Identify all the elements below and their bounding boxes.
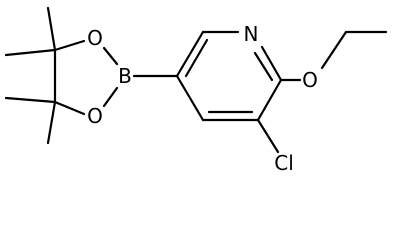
bond-c5-c6 xyxy=(175,30,205,78)
bond-c1-me-left xyxy=(4,48,57,57)
bond-c2-me-left xyxy=(4,96,57,104)
atom-label-chlorine: Cl xyxy=(274,151,294,175)
atom-label-nitrogen: N xyxy=(244,22,259,46)
bond-c2-c3 xyxy=(256,78,283,122)
atom-label-boron: B xyxy=(118,64,132,88)
bond-c2-me-down xyxy=(46,100,57,145)
atom-label-ether-oxygen: O xyxy=(302,68,318,92)
atom-label-oxygen-lower: O xyxy=(87,104,103,128)
atom-label-oxygen-upper: O xyxy=(87,26,103,50)
bond-n-c2 xyxy=(260,45,283,82)
bond-c5-c6-double xyxy=(184,38,209,78)
bond-c3-cl xyxy=(256,118,280,154)
bond-b-o1 xyxy=(102,46,119,66)
bond-o2-c2 xyxy=(53,100,86,116)
bond-c4-c5 xyxy=(175,74,205,122)
bond-n-c2-double xyxy=(253,51,274,82)
bond-c1-me-up xyxy=(46,6,57,52)
bond-b-o2 xyxy=(102,86,119,108)
bond-o-ch2 xyxy=(320,30,348,70)
bond-o1-c1 xyxy=(53,39,86,52)
molecule-structure: N O Cl B O O xyxy=(4,6,388,175)
